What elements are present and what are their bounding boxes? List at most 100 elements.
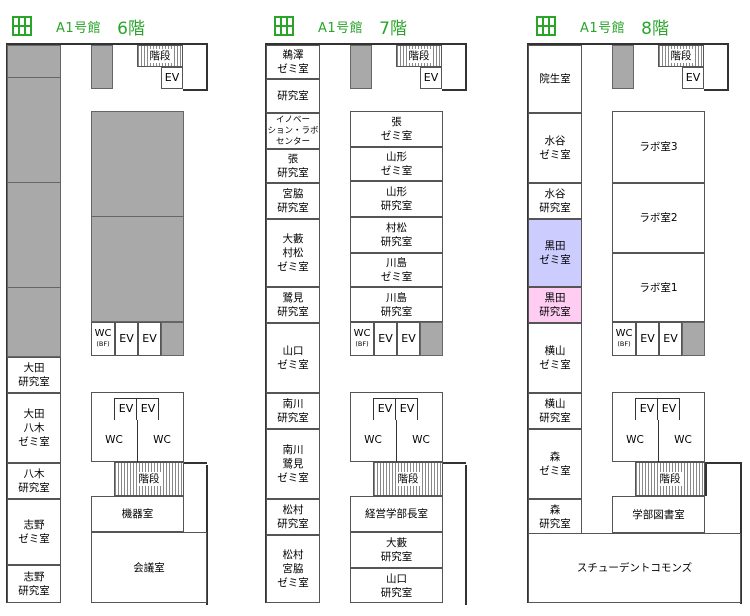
floor-7-plan: 鵜澤 ゼミ室 研究室 イノベー ション・ラボ センター 張 研究室 宮脇 研究室…	[265, 43, 471, 605]
restroom: WC	[144, 429, 180, 451]
wc-bf: WC(BF)	[350, 322, 374, 356]
wall	[658, 420, 659, 462]
room-yamaguchi-seminar[interactable]: 山口 ゼミ室	[266, 323, 320, 393]
floor-6-header: A1号館 6階	[12, 14, 145, 39]
room-yamagata-lab[interactable]: 山形 研究室	[350, 181, 443, 217]
room-matsumura-miyawaki-seminar[interactable]: 松村 宮脇 ゼミ室	[266, 535, 320, 603]
room-oyabu-muramatsu-seminar[interactable]: 大藪 村松 ゼミ室	[266, 219, 320, 287]
elevator: EV	[397, 398, 417, 420]
floor-7-header: A1号館 7階	[274, 14, 407, 39]
gray-block	[350, 45, 372, 89]
restroom: WC	[355, 429, 391, 451]
elevator: EV	[375, 398, 395, 420]
room-zhang-lab[interactable]: 張 研究室	[266, 149, 320, 183]
wall	[114, 398, 115, 420]
restroom: WC	[617, 429, 653, 451]
room-ota-yagi-seminar[interactable]: 大田 八木 ゼミ室	[7, 393, 61, 463]
room-minamikawa-lab[interactable]: 南川 研究室	[266, 393, 320, 429]
room-shino-lab[interactable]: 志野 研究室	[7, 565, 61, 603]
gray-block	[161, 322, 184, 356]
room-yamagata-seminar[interactable]: 山形 ゼミ室	[350, 147, 443, 181]
room-aizawa-seminar[interactable]: 鵜澤 ゼミ室	[266, 45, 320, 79]
outer-wall	[465, 465, 467, 605]
room-yamaguchi-lab[interactable]: 山口 研究室	[350, 568, 443, 603]
wall	[396, 420, 397, 462]
elevator: EV	[420, 67, 442, 89]
elevator: EV	[636, 322, 659, 356]
room-dean-office[interactable]: 経営学部長室	[350, 496, 443, 532]
stairs: 階段	[137, 45, 183, 67]
room-ota-lab[interactable]: 大田 研究室	[7, 357, 61, 393]
room-sagimi-lab[interactable]: 鷺見 研究室	[266, 287, 320, 323]
room-kuroda-lab[interactable]: 黒田 研究室	[528, 287, 582, 323]
wall	[373, 398, 374, 420]
elevator: EV	[138, 322, 161, 356]
room-graduate[interactable]: 院生室	[528, 45, 582, 113]
gray-block	[91, 45, 113, 89]
elevator: EV	[637, 398, 657, 420]
floor-label: 7階	[379, 18, 407, 39]
wall	[417, 398, 418, 420]
elevator: EV	[115, 322, 138, 356]
room-oyabu-lab[interactable]: 大藪 研究室	[350, 532, 443, 568]
room-muramatsu-lab[interactable]: 村松 研究室	[350, 217, 443, 253]
room-equipment[interactable]: 機器室	[91, 496, 184, 532]
room-research[interactable]: 研究室	[266, 79, 320, 113]
floor-8-plan: 院生室 水谷 ゼミ室 水谷 研究室 黒田 ゼミ室 黒田 研究室 横山 ゼミ室 横…	[527, 43, 742, 605]
wall	[679, 398, 680, 420]
outer-wall	[6, 43, 206, 45]
room-mizutani-seminar[interactable]: 水谷 ゼミ室	[528, 113, 582, 183]
room-matsumura-lab[interactable]: 松村 研究室	[266, 499, 320, 535]
room-miyawaki-lab[interactable]: 宮脇 研究室	[266, 183, 320, 219]
stairs: 階段	[373, 462, 443, 496]
elevator: EV	[682, 67, 704, 89]
room-mori-lab[interactable]: 森 研究室	[528, 499, 582, 535]
outer-wall	[727, 43, 729, 91]
room-kawashima-lab[interactable]: 川島 研究室	[350, 287, 443, 322]
outer-wall	[527, 43, 727, 45]
elevator: EV	[397, 322, 420, 356]
wall	[158, 398, 159, 420]
elevator: EV	[659, 322, 682, 356]
outer-wall	[527, 43, 529, 603]
room-meeting[interactable]: 会議室	[91, 532, 207, 603]
wall	[183, 89, 207, 91]
stairs: 階段	[114, 462, 184, 496]
room-yokoyama-seminar[interactable]: 横山 ゼミ室	[528, 323, 582, 393]
elevator: EV	[374, 322, 397, 356]
gray-block	[7, 287, 61, 357]
room-lab-2[interactable]: ラボ室2	[612, 183, 705, 253]
room-mori-seminar[interactable]: 森 ゼミ室	[528, 429, 582, 499]
room-minamikawa-sagimi-seminar[interactable]: 南川 鷺見 ゼミ室	[266, 429, 320, 499]
wall	[136, 398, 137, 420]
elevator: EV	[659, 398, 679, 420]
wall	[184, 462, 207, 464]
wc-bf: WC(BF)	[91, 322, 115, 356]
stairs: 階段	[635, 462, 705, 496]
building-icon	[12, 16, 32, 36]
building-icon	[536, 16, 556, 36]
outer-wall	[206, 43, 208, 91]
outer-wall	[265, 43, 465, 45]
floor-6-plan: 大田 研究室 大田 八木 ゼミ室 八木 研究室 志野 ゼミ室 志野 研究室 階段…	[6, 43, 212, 605]
room-zhang-seminar[interactable]: 張 ゼミ室	[350, 111, 443, 147]
room-yagi-lab[interactable]: 八木 研究室	[7, 463, 61, 499]
room-lab-1[interactable]: ラボ室1	[612, 253, 705, 322]
room-innovation-lab[interactable]: イノベー ション・ラボ センター	[266, 113, 320, 149]
gray-block	[7, 45, 61, 78]
floor-label: 6階	[117, 18, 145, 39]
room-kuroda-seminar[interactable]: 黒田 ゼミ室	[528, 219, 582, 287]
room-faculty-library[interactable]: 学部図書室	[612, 496, 705, 533]
wall	[395, 398, 396, 420]
room-kawashima-seminar[interactable]: 川島 ゼミ室	[350, 253, 443, 287]
outer-wall	[265, 43, 267, 603]
elevator: EV	[161, 67, 183, 89]
room-shino-seminar[interactable]: 志野 ゼミ室	[7, 499, 61, 565]
room-student-commons[interactable]: スチューデントコモンズ	[528, 533, 741, 603]
room-yokoyama-lab[interactable]: 横山 研究室	[528, 393, 582, 429]
restroom: WC	[96, 429, 132, 451]
room-lab-3[interactable]: ラボ室3	[612, 111, 705, 183]
wall	[635, 398, 636, 420]
room-mizutani-lab[interactable]: 水谷 研究室	[528, 183, 582, 219]
restroom: WC	[665, 429, 701, 451]
